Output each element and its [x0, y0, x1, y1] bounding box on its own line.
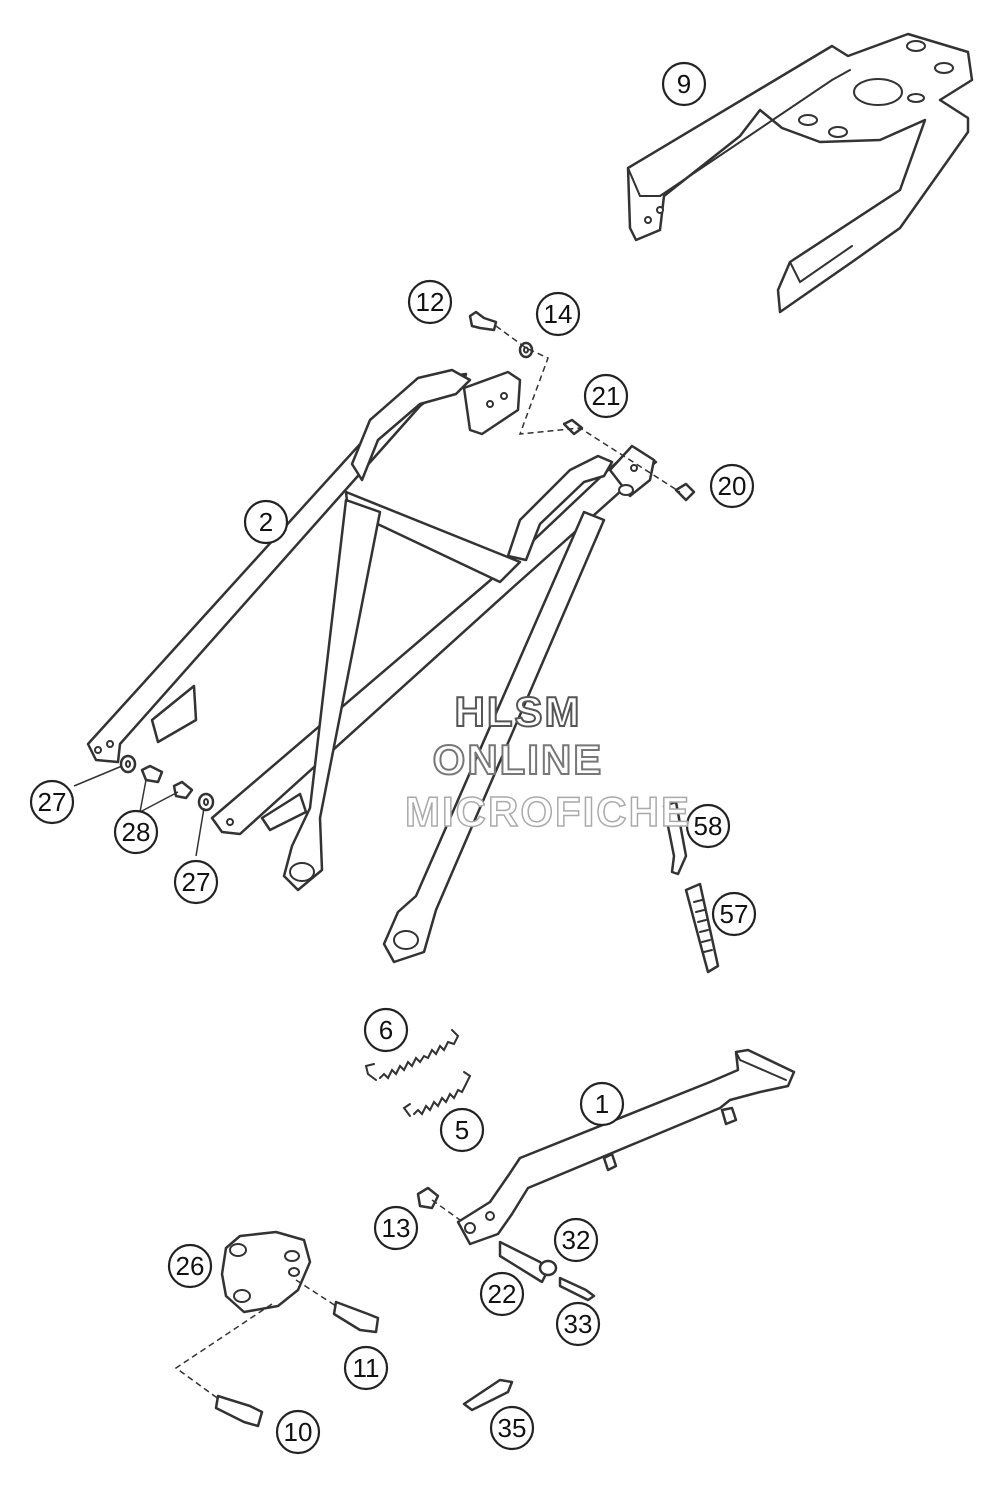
svg-text:13: 13 [382, 1213, 411, 1243]
callout-9: 9 [661, 61, 707, 107]
svg-text:22: 22 [488, 1279, 517, 1309]
screw-part-20 [674, 482, 696, 502]
callout-35: 35 [489, 1405, 535, 1451]
callout-33: 33 [555, 1301, 601, 1347]
callout-26: 26 [167, 1243, 213, 1289]
callout-21: 21 [583, 373, 629, 419]
cable-holder-part-58 [662, 800, 688, 876]
svg-text:6: 6 [379, 1015, 393, 1045]
svg-text:10: 10 [284, 1417, 313, 1447]
svg-text:11: 11 [353, 1353, 380, 1383]
callout-13: 13 [373, 1205, 419, 1251]
svg-text:5: 5 [455, 1115, 469, 1145]
callout-11: 11 [343, 1345, 389, 1391]
callout-5: 5 [439, 1107, 485, 1153]
callout-57: 57 [711, 891, 757, 937]
svg-text:33: 33 [564, 1309, 593, 1339]
svg-text:21: 21 [592, 381, 621, 411]
svg-text:9: 9 [677, 69, 691, 99]
washer-part-27-right [197, 792, 215, 812]
side-stand-part-1 [456, 1048, 796, 1246]
rear-carrier-part-9 [626, 32, 974, 314]
callout-32: 32 [553, 1217, 599, 1263]
svg-text:58: 58 [694, 811, 723, 841]
svg-text:35: 35 [498, 1413, 527, 1443]
screw-part-21 [562, 418, 584, 436]
callout-58: 58 [685, 803, 731, 849]
callout-28: 28 [113, 809, 159, 855]
spring-part-6 [364, 1029, 460, 1081]
bolts-part-28 [140, 764, 194, 800]
callout-6: 6 [363, 1007, 409, 1053]
callout-1: 1 [579, 1081, 625, 1127]
svg-text:14: 14 [544, 299, 573, 329]
bolt-part-22 [498, 1240, 550, 1284]
screw-part-33 [558, 1276, 596, 1302]
svg-text:26: 26 [176, 1251, 205, 1281]
callout-27-right: 27 [173, 859, 219, 905]
callout-14: 14 [535, 291, 581, 337]
subframe-part-2 [86, 368, 658, 964]
callout-2: 2 [243, 499, 289, 545]
bolt-part-12 [468, 310, 498, 332]
svg-text:20: 20 [718, 471, 747, 501]
svg-text:27: 27 [38, 787, 67, 817]
svg-text:2: 2 [259, 507, 273, 537]
sleeve-part-32 [538, 1259, 558, 1277]
callout-20: 20 [709, 463, 755, 509]
spring-clip-part-35 [462, 1378, 514, 1412]
svg-text:57: 57 [720, 899, 749, 929]
svg-text:28: 28 [122, 817, 151, 847]
bolt-part-11 [332, 1300, 380, 1334]
spring-part-5 [402, 1071, 472, 1117]
svg-text:27: 27 [182, 867, 211, 897]
callout-22: 22 [479, 1271, 525, 1317]
callout-10: 10 [275, 1409, 321, 1455]
cable-tie-part-57 [684, 882, 720, 974]
svg-text:1: 1 [595, 1089, 609, 1119]
nut-part-13 [416, 1186, 440, 1210]
side-stand-bracket-part-26 [220, 1230, 312, 1314]
callout-27-left: 27 [29, 779, 75, 825]
svg-text:12: 12 [416, 287, 445, 317]
svg-text:32: 32 [562, 1225, 591, 1255]
callout-12: 12 [407, 279, 453, 325]
bolt-part-10 [214, 1394, 264, 1428]
washer-part-27-left [119, 754, 137, 774]
